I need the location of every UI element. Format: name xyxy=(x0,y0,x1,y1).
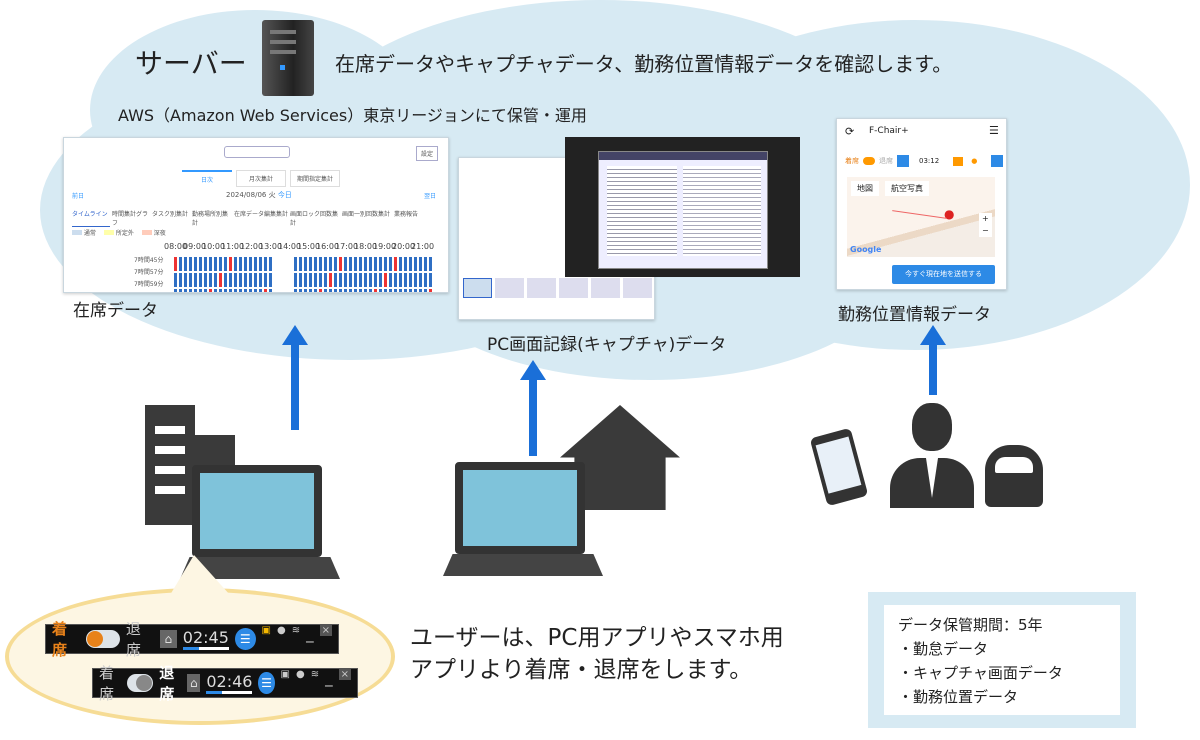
elapsed-time: 02:45 xyxy=(182,628,229,647)
mobile-caption: 勤務位置情報データ xyxy=(838,305,991,325)
upload-arrow-mobile xyxy=(920,325,946,395)
user-explanation: ユーザーは、PC用アプリやスマホ用 アプリより着席・退席をします。 xyxy=(410,625,784,683)
header-description: 在席データやキャプチャデータ、勤務位置情報データを確認します。 xyxy=(335,52,953,76)
elapsed-time: 03:12 xyxy=(919,157,940,165)
location-icon: ● xyxy=(276,625,286,636)
business-person-icon xyxy=(890,403,974,508)
prev-day[interactable]: 前日 xyxy=(72,193,85,200)
mobile-app-screenshot: ⟳ F-Chair+ ☰ 着席 退席 03:12 ● 地図 航空写真 ● +− … xyxy=(836,118,1007,290)
pin-icon: ● xyxy=(944,207,955,221)
wifi-icon: ≋ xyxy=(310,669,320,680)
retention-title: データ保管期間：5年 xyxy=(898,616,1043,634)
capture-caption: PC画面記録(キャプチャ)データ xyxy=(487,335,727,355)
legend: 通常 所定外 深夜 xyxy=(72,228,166,237)
location-icon: ● xyxy=(295,669,305,680)
location-icon[interactable]: ● xyxy=(971,157,978,165)
tab-period[interactable]: 期間指定集計 xyxy=(290,170,340,187)
present-toggle-label[interactable]: 着席 xyxy=(99,664,115,703)
row-total: 7時間45分 xyxy=(134,257,164,264)
list-icon[interactable]: ☰ xyxy=(258,672,275,694)
tab-monthly[interactable]: 月次集計 xyxy=(236,170,286,187)
subtab[interactable]: 画面ロック回数集計 xyxy=(290,211,339,227)
list-icon[interactable]: ☰ xyxy=(234,628,256,650)
subtab[interactable]: 勤務場所別集計 xyxy=(192,211,229,227)
subtab[interactable]: タイムライン xyxy=(72,209,110,227)
status-toggle[interactable] xyxy=(126,674,154,692)
subtab[interactable]: 在席データ編集集計 xyxy=(234,211,289,218)
map-tab[interactable]: 地図 xyxy=(851,181,879,196)
date: 2024/08/06 火 xyxy=(226,191,276,199)
image-icon[interactable]: ▣ xyxy=(280,669,290,680)
menu-icon[interactable]: ☰ xyxy=(989,124,999,137)
row-total: 7時間57分 xyxy=(134,269,164,276)
absent-toggle-label[interactable]: 退席 xyxy=(159,664,175,703)
status-toggle[interactable] xyxy=(863,157,875,165)
app-title: F-Chair+ xyxy=(869,126,909,136)
pc-toolbar-present: 着席 退席 ⌂ 02:45 ☰ ▣ ● ≋ _ × xyxy=(45,620,339,659)
refresh-icon[interactable]: ⟳ xyxy=(845,125,855,138)
map[interactable]: 地図 航空写真 ● +− Google xyxy=(847,177,995,257)
absent-label: 退席 xyxy=(879,157,893,165)
close-icon[interactable]: × xyxy=(319,625,332,636)
timeline-row xyxy=(174,289,432,292)
wifi-icon: ≋ xyxy=(291,625,301,636)
hosting-note: AWS（Amazon Web Services）東京リージョンにて保管・運用 xyxy=(118,106,587,125)
upload-arrow-home xyxy=(520,360,546,456)
list-icon[interactable] xyxy=(991,155,1004,167)
timeline-bars xyxy=(174,255,432,292)
server-icon xyxy=(262,20,314,96)
upload-arrow-office xyxy=(282,325,308,430)
settings-button[interactable]: 設定 xyxy=(416,146,439,161)
smartphone-icon xyxy=(809,427,869,507)
next-day[interactable]: 翌日 xyxy=(424,193,437,200)
send-location-button[interactable]: 今すぐ現在地を送信する xyxy=(892,265,995,284)
progress-bar xyxy=(182,647,229,650)
present-toggle-label[interactable]: 着席 xyxy=(52,620,68,659)
zoom-controls[interactable]: +− xyxy=(979,213,992,237)
subtab[interactable]: タスク別集計 xyxy=(152,211,189,218)
subtabs: タイムライン 時間集計グラフ タスク別集計 勤務場所別集計 在席データ編集集計 … xyxy=(72,209,424,227)
elapsed-time: 02:46 xyxy=(206,672,253,691)
attendance-screenshot: 設定 日次 月次集計 期間指定集計 前日 2024/08/06 火 今日 翌日 … xyxy=(63,137,449,293)
retention-item: ・勤務位置データ xyxy=(898,688,1019,706)
absent-toggle-label[interactable]: 退席 xyxy=(125,620,141,659)
close-icon[interactable]: × xyxy=(338,669,351,680)
google-logo: Google xyxy=(850,245,882,254)
timeline-row xyxy=(174,273,432,287)
server-label: サーバー xyxy=(135,47,247,80)
capture-screenshot-viewer xyxy=(565,137,800,277)
row-total: 7時間59分 xyxy=(134,281,164,288)
status-toggle[interactable] xyxy=(86,630,120,648)
home-icon[interactable]: ⌂ xyxy=(159,630,177,648)
train-icon xyxy=(985,445,1043,507)
image-icon[interactable] xyxy=(953,156,964,166)
route-line xyxy=(892,210,947,219)
minimize-icon[interactable]: _ xyxy=(306,625,314,643)
attendance-caption: 在席データ xyxy=(73,301,158,321)
tab-daily[interactable]: 日次 xyxy=(182,170,232,187)
retention-item: ・勤怠データ xyxy=(898,640,989,658)
retention-item: ・キャプチャ画面データ xyxy=(898,664,1063,682)
timeline-row xyxy=(174,257,432,271)
present-label: 着席 xyxy=(845,157,859,165)
today-link[interactable]: 今日 xyxy=(277,191,292,199)
retention-box: データ保管期間：5年 ・勤怠データ ・キャプチャ画面データ ・勤務位置データ xyxy=(868,592,1136,728)
subtab[interactable]: 画面一別回数集計 xyxy=(342,211,391,218)
home-icon[interactable]: ⌂ xyxy=(187,674,201,692)
building-icon[interactable] xyxy=(897,155,909,167)
subtab[interactable]: 業務報告 xyxy=(394,211,419,218)
satellite-tab[interactable]: 航空写真 xyxy=(885,181,929,196)
minimize-icon[interactable]: _ xyxy=(325,669,333,687)
subtab[interactable]: 時間集計グラフ xyxy=(112,211,149,227)
pc-toolbar-absent: 着席 退席 ⌂ 02:46 ☰ ▣ ● ≋ _ × xyxy=(92,664,358,703)
progress-bar xyxy=(206,691,253,694)
speech-bubble xyxy=(5,588,395,725)
image-icon[interactable]: ▣ xyxy=(261,625,271,636)
